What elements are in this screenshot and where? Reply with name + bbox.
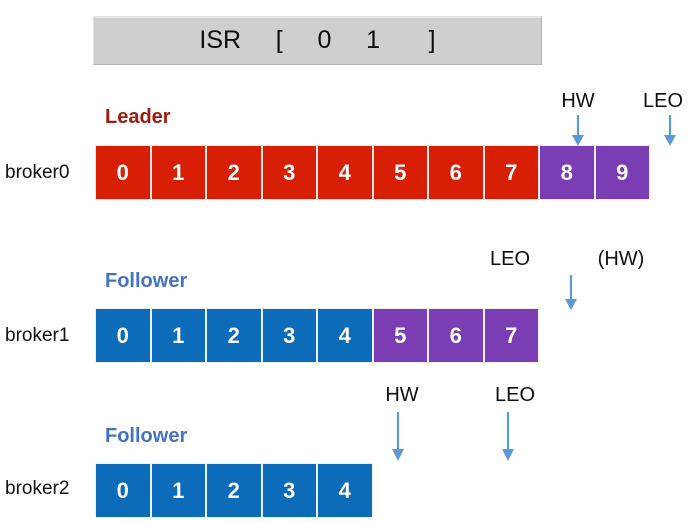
log-cell[interactable]: 1 [150, 145, 206, 200]
log-cell[interactable]: 1 [150, 463, 206, 518]
log-cell[interactable]: 5 [372, 308, 428, 363]
log-cell[interactable]: 4 [317, 308, 373, 363]
broker-label-broker1: broker1 [5, 325, 70, 346]
log-broker2: 0 1 2 3 4 [95, 463, 373, 518]
log-cell[interactable]: 2 [206, 308, 262, 363]
log-cell[interactable]: 3 [261, 145, 317, 200]
log-cell[interactable]: 1 [150, 308, 206, 363]
log-cell[interactable]: 6 [428, 308, 484, 363]
log-cell[interactable]: 2 [206, 463, 262, 518]
log-cell[interactable]: 0 [95, 463, 151, 518]
log-cell[interactable]: 3 [261, 308, 317, 363]
log-cell[interactable]: 6 [428, 145, 484, 200]
log-cell[interactable]: 8 [539, 145, 595, 200]
down-arrow-icon [562, 275, 580, 311]
down-arrow-icon [389, 412, 407, 462]
broker-label-broker0: broker0 [5, 162, 70, 183]
marker-label-hw-broker0: HW [561, 90, 595, 112]
log-broker1: 0 1 2 3 4 5 6 7 [95, 308, 539, 363]
marker-label-hw-broker1: (HW) [597, 248, 645, 270]
marker-label-leo-broker2: LEO [494, 384, 536, 406]
marker-label-leo-broker1: LEO [489, 248, 531, 270]
isr-box: ISR [ 0 1 ] [93, 16, 542, 65]
role-label-follower-broker1: Follower [105, 270, 188, 292]
log-cell[interactable]: 0 [95, 308, 151, 363]
broker-label-broker2: broker2 [5, 478, 70, 499]
log-cell[interactable]: 5 [372, 145, 428, 200]
marker-label-leo-broker0: LEO [642, 90, 684, 112]
role-label-follower-broker2: Follower [105, 425, 188, 447]
log-cell[interactable]: 9 [594, 145, 650, 200]
log-cell[interactable]: 3 [261, 463, 317, 518]
log-broker0: 0 1 2 3 4 5 6 7 8 9 [95, 145, 650, 200]
log-cell[interactable]: 4 [317, 463, 373, 518]
log-cell[interactable]: 2 [206, 145, 262, 200]
log-cell[interactable]: 4 [317, 145, 373, 200]
log-cell[interactable]: 7 [483, 308, 539, 363]
isr-label: ISR [ 0 1 ] [199, 26, 436, 54]
down-arrow-icon [569, 115, 587, 147]
down-arrow-icon [499, 412, 517, 462]
log-cell[interactable]: 0 [95, 145, 151, 200]
marker-label-hw-broker2: HW [385, 384, 419, 406]
role-label-leader: Leader [105, 106, 171, 128]
log-cell[interactable]: 7 [483, 145, 539, 200]
down-arrow-icon [661, 115, 679, 147]
